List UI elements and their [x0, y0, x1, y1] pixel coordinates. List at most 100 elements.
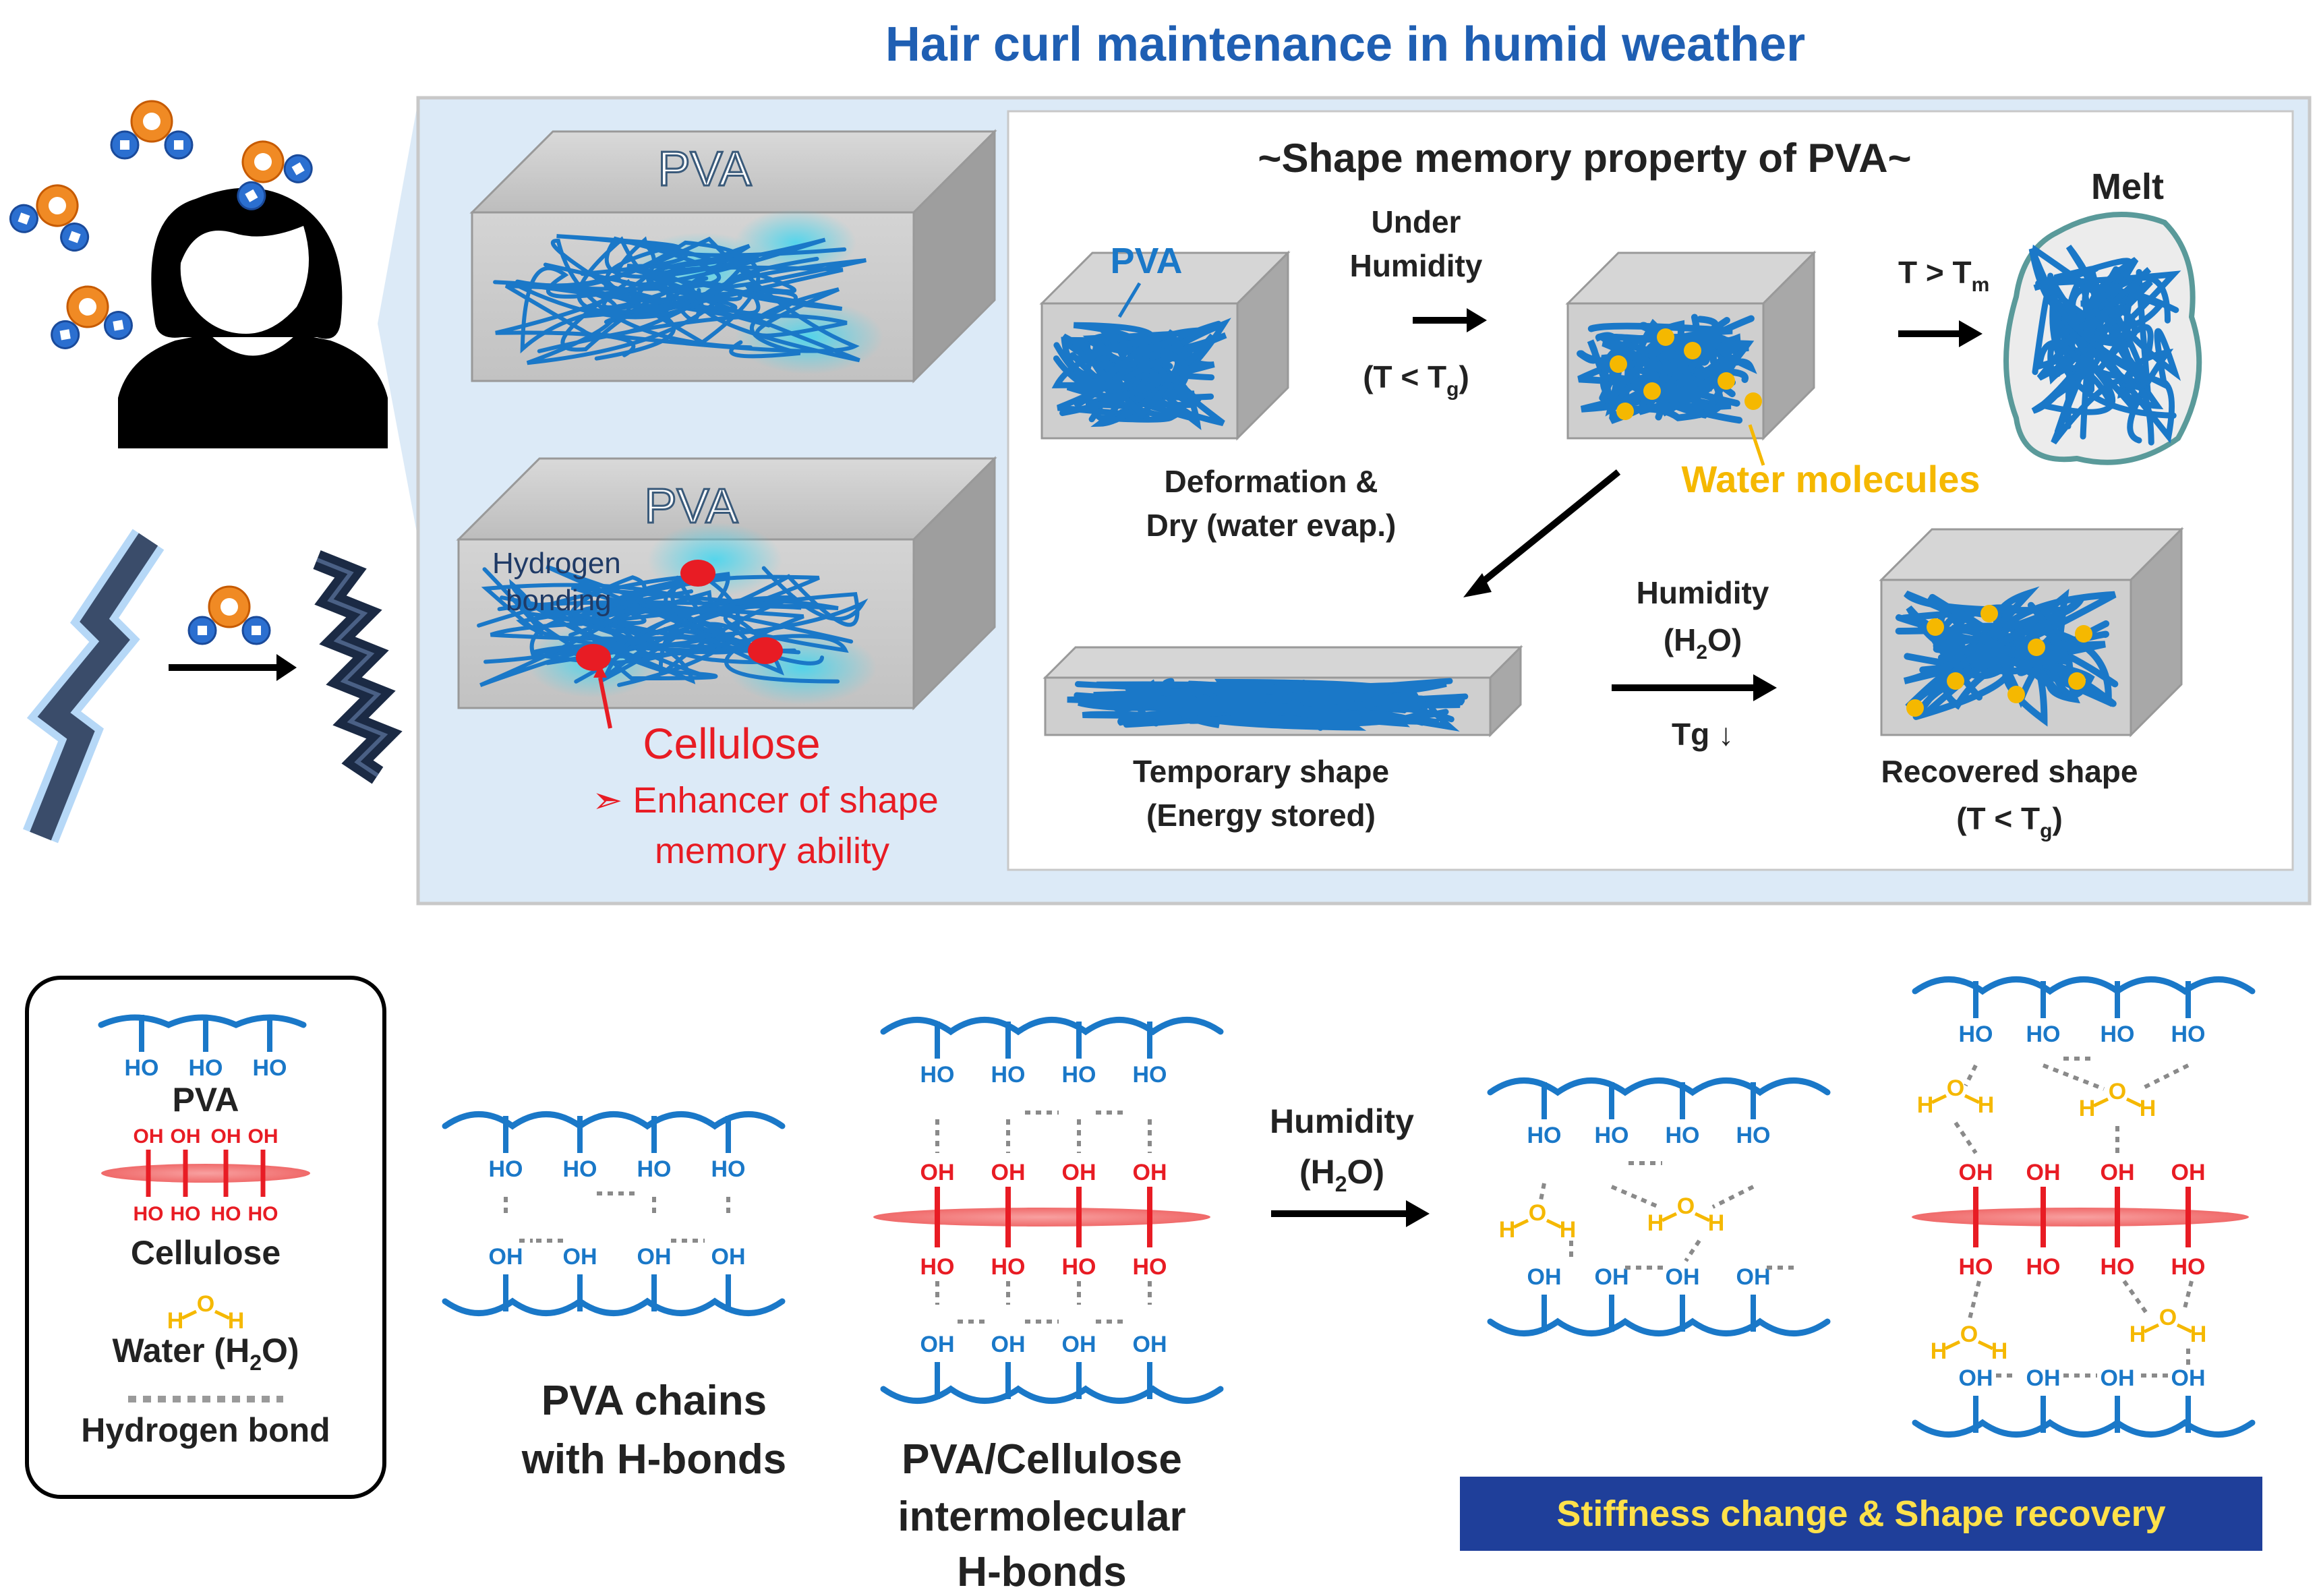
cellulose-oh-top: OH [1133, 1160, 1167, 1185]
legend-cell-oh: OH [248, 1125, 278, 1148]
cellulose-dot [576, 644, 611, 671]
water-molecule-icon [237, 140, 313, 210]
recovered-line-1: Recovered shape [1881, 754, 2138, 789]
water-dot [1610, 355, 1627, 373]
hydroxyl-label: HO [489, 1156, 523, 1182]
water-dot [1927, 618, 1944, 636]
hydroxyl-label: HO [1736, 1123, 1771, 1148]
cellulose-oh-top: OH [2171, 1160, 2206, 1185]
hydrogen-bond-line [2122, 1280, 2150, 1316]
pva-backbone [880, 1017, 1224, 1036]
cellulose-oh-top: OH [2026, 1160, 2061, 1185]
enhancer-line-1: ➣ Enhancer of shape [592, 780, 939, 821]
hydroxyl-label: OH [711, 1244, 746, 1270]
water-molecules-label: Water molecules [1682, 458, 1980, 500]
hydroxyl-label: OH [2101, 1365, 2135, 1391]
water-molecule-icon [187, 585, 271, 645]
hydroxyl-label: HO [991, 1062, 1026, 1088]
cellulose-ho-bottom: HO [2026, 1254, 2061, 1280]
cellulose-ho-bottom: HO [1062, 1254, 1096, 1280]
cond-below-tg-1: (T < Tg) [1363, 359, 1469, 401]
pva-backbone [442, 1297, 786, 1316]
h2o-label-bottom: (H2O) [1299, 1153, 1384, 1196]
water-dot [1980, 605, 1998, 622]
hydrogen-bond-line [2183, 1280, 2194, 1309]
hydroxyl-label: HO [1959, 1022, 1993, 1047]
stiffness-banner [1460, 1477, 2262, 1551]
pva-sample-label: PVA [1110, 241, 1182, 281]
hydrogen-bond-line [1539, 1183, 1546, 1201]
pva-cellulose-line-3: H-bonds [957, 1549, 1126, 1595]
hydroxyl-label: HO [1666, 1123, 1700, 1148]
water-h: H [1978, 1092, 1995, 1118]
water-h: H [1917, 1092, 1934, 1118]
polymer-chain [537, 287, 848, 359]
temporary-line-1: Temporary shape [1133, 754, 1389, 789]
hydroxyl-label: OH [1062, 1332, 1096, 1357]
recovered-shape-box [1879, 527, 2184, 738]
water-h: H [228, 1308, 245, 1334]
cellulose-ho-bottom: HO [2171, 1254, 2206, 1280]
polymer-chain [1978, 601, 2110, 709]
cellulose-dot [680, 560, 715, 587]
polymer-chain [1057, 322, 1168, 422]
hydrogen-bond-line [1711, 1185, 1755, 1209]
hydroxyl-label: HO [125, 1055, 159, 1081]
hydrogen-bonding-label-2: bonding [506, 584, 612, 617]
deformation-line-1: Deformation & [1165, 464, 1378, 499]
water-h: H [167, 1308, 184, 1334]
water-h: H [2130, 1322, 2146, 1347]
pva-chains-line-2: with H-bonds [521, 1436, 787, 1483]
water-o: O [1947, 1075, 1964, 1101]
water-h: H [1647, 1210, 1664, 1236]
legend-cellulose: Cellulose [131, 1234, 281, 1272]
melt-chains [2028, 244, 2181, 446]
enhancer-line-2: memory ability [655, 831, 889, 871]
hydroxyl-label: OH [1666, 1264, 1700, 1290]
under-label: Under [1372, 204, 1461, 239]
pva-backbone [442, 1111, 786, 1130]
polymer-chain [2065, 274, 2171, 430]
water-molecule-icons [9, 100, 313, 645]
polymer-chain [543, 262, 742, 352]
pva-backbone [880, 1385, 1224, 1404]
hydroxyl-label: HO [2026, 1022, 2061, 1047]
pva-sample-box-2 [1565, 250, 1817, 441]
legend-pva: PVA [172, 1081, 239, 1119]
cellulose-oh-top: OH [1959, 1160, 1993, 1185]
person-icon [118, 187, 388, 448]
water-o: O [2159, 1305, 2177, 1330]
hydrogen-bond-line [1967, 1280, 1981, 1322]
water-h: H [1708, 1210, 1725, 1236]
pva-box-1-label: PVA [658, 142, 752, 196]
water-dot [2028, 639, 2045, 656]
hydroxyl-label: HO [563, 1156, 597, 1182]
hydroxyl-label: OH [2026, 1365, 2061, 1391]
water-h: H [1560, 1217, 1577, 1243]
hydrogen-bond-line [2140, 1063, 2190, 1091]
water-dot [1744, 392, 1762, 410]
water-dot [2075, 625, 2092, 643]
polymer-chain [504, 236, 759, 338]
cellulose-ho-bottom: HO [920, 1254, 955, 1280]
cellulose-ho-bottom: HO [1959, 1254, 1993, 1280]
cellulose-ho-bottom: HO [1133, 1254, 1167, 1280]
hydroxyl-label: OH [563, 1244, 597, 1270]
water-molecules-pointer [1748, 424, 1765, 466]
polymer-chain [1051, 332, 1177, 400]
legend-cell-ho: HO [134, 1203, 164, 1225]
hydroxyl-label: HO [253, 1055, 287, 1081]
temporary-line-2: (Energy stored) [1146, 798, 1376, 833]
water-dot [1657, 328, 1674, 346]
hydroxyl-label: OH [489, 1244, 523, 1270]
hydroxyl-label: OH [920, 1332, 955, 1357]
legend-cell-ho: HO [248, 1203, 278, 1225]
pva-box-2-label: PVA [645, 479, 738, 533]
legend-water: Water (H2O) [112, 1332, 299, 1375]
water-molecule-icon [110, 100, 194, 160]
legend-hydrogen-bond: Hydrogen bond [81, 1411, 330, 1449]
water-dot [1684, 342, 1701, 359]
hydrogen-bond-line [1954, 1121, 1978, 1154]
